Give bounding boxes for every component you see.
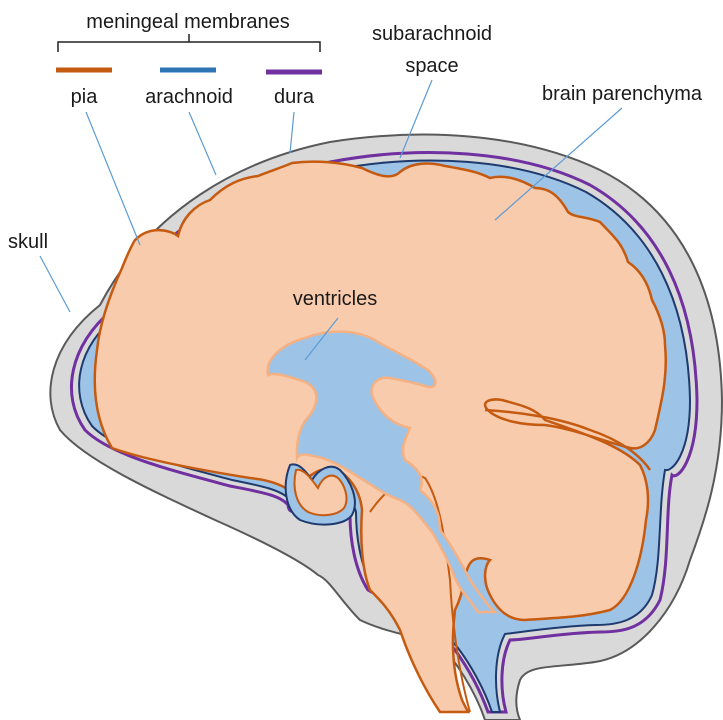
- legend-bracket: [58, 34, 320, 52]
- leader-arachnoid: [189, 112, 216, 175]
- label-ventricles: ventricles: [293, 288, 377, 310]
- legend-label-pia: pia: [71, 86, 99, 108]
- legend-title: meningeal membranes: [86, 11, 289, 33]
- legend-label-arachnoid: arachnoid: [145, 86, 233, 108]
- label-brain-parenchyma: brain parenchyma: [542, 83, 703, 105]
- label-subarachnoid-space: space: [405, 55, 458, 77]
- label-subarachnoid: subarachnoid: [372, 23, 492, 45]
- leader-skull: [40, 256, 70, 312]
- legend-label-dura: dura: [274, 86, 315, 108]
- leader-pia: [86, 112, 140, 245]
- label-skull: skull: [8, 231, 48, 253]
- leader-dura: [290, 112, 294, 153]
